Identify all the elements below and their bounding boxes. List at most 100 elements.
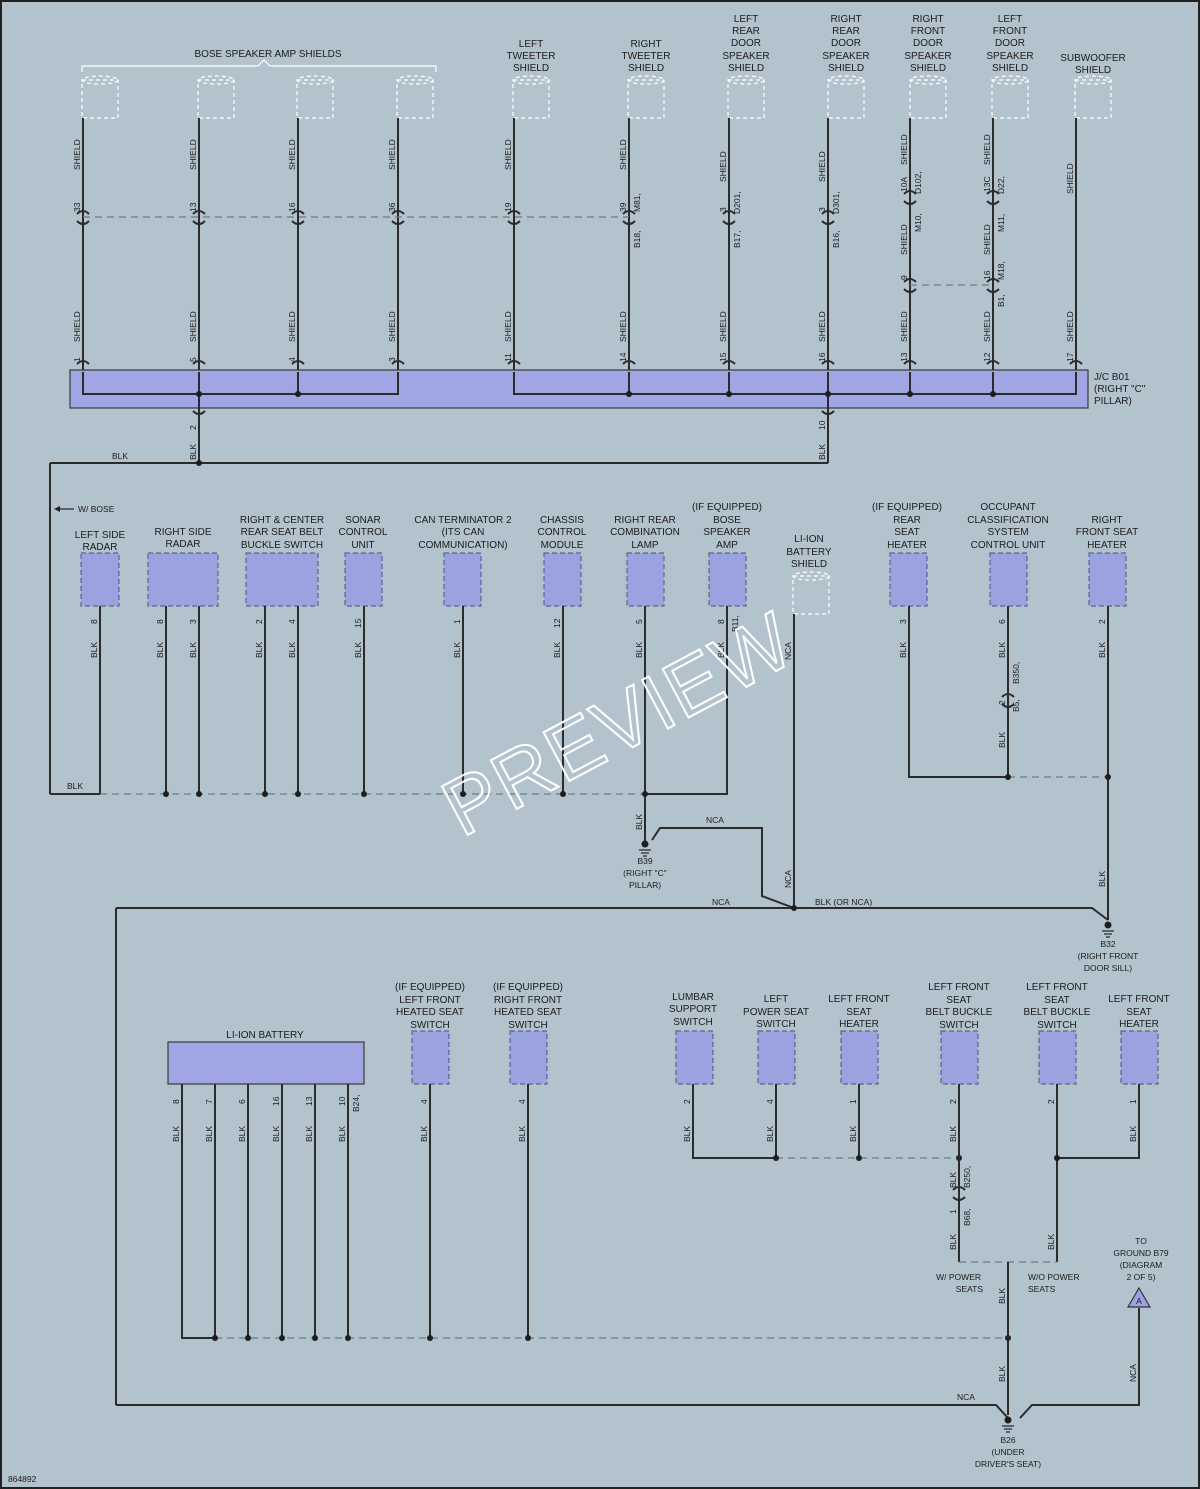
- wire-label-shield: SHIELD: [618, 311, 628, 342]
- wire-label-nca: NCA: [957, 1392, 975, 1402]
- lf-heater-a-label-3: HEATER: [839, 1019, 879, 1030]
- wire-label-nca: NCA: [712, 897, 730, 907]
- ground-a-label: A: [1136, 1296, 1142, 1306]
- lf-heater-a-label-2: SEAT: [846, 1007, 871, 1018]
- right-front-door-label-5: SHIELD: [910, 63, 946, 74]
- liion-shield-label-3: SHIELD: [791, 559, 827, 570]
- shield-cylinder-icon: [512, 75, 550, 119]
- lpower-label-1: LEFT: [764, 994, 788, 1005]
- lf-heater-a-box: [840, 1030, 879, 1085]
- wire-label-shield: SHIELD: [287, 311, 297, 342]
- lf-heated-switch-label-3: HEATED SEAT: [396, 1007, 464, 1018]
- shield-cylinder-icon: [1074, 75, 1112, 119]
- pin-label: 4: [419, 1099, 429, 1104]
- left-side-radar-label-1: LEFT SIDE: [75, 530, 126, 541]
- liion-battery-label: LI-ION BATTERY: [226, 1030, 304, 1041]
- wire-label-blk-or-nca: BLK (OR NCA): [815, 897, 872, 907]
- pin-label: 7: [204, 1099, 214, 1104]
- wire-label-shield: SHIELD: [503, 139, 513, 170]
- wire-label-shield: SHIELD: [503, 311, 513, 342]
- right-tweeter-label-1: RIGHT: [630, 39, 661, 50]
- rf-heater-label-2: FRONT SEAT: [1076, 527, 1138, 538]
- lf-heater-b-label-3: HEATER: [1119, 1019, 1159, 1030]
- wire-label-blk: BLK: [337, 1126, 347, 1142]
- pin-label: 16: [817, 352, 827, 362]
- wire-label-blk: BLK: [997, 1366, 1007, 1382]
- wire-label-blk: BLK: [353, 642, 363, 658]
- lpower-label-3: SWITCH: [756, 1019, 795, 1030]
- left-rear-door-label-2: REAR: [732, 26, 760, 37]
- wire-label-blk: BLK: [287, 642, 297, 658]
- left-rear-door-label-5: SHIELD: [728, 63, 764, 74]
- combo-label-1: RIGHT REAR: [614, 515, 676, 526]
- lf-buckle-b-box: [1038, 1030, 1077, 1085]
- right-front-door-label-3: DOOR: [913, 38, 943, 49]
- combination-lamp-box: [626, 552, 665, 607]
- combo-label-3: LAMP: [631, 540, 659, 551]
- middle-wires: [50, 606, 1111, 1405]
- b26-label-1: B26: [1000, 1435, 1015, 1445]
- rear-heater-label-1: (IF EQUIPPED): [872, 502, 942, 513]
- right-tweeter-label-2: TWEETER: [622, 51, 671, 62]
- bose-amp-label-4: AMP: [716, 540, 738, 551]
- ground-b32-icon: [1102, 921, 1114, 938]
- shield-cylinder-icon: [727, 75, 765, 119]
- pin-label: D102,: [913, 171, 923, 194]
- jc-label-2: (RIGHT "C": [1094, 384, 1146, 395]
- pin-label: 4: [765, 1099, 775, 1104]
- lf-heater-a-label-1: LEFT FRONT: [828, 994, 889, 1005]
- sonar-label-2: CONTROL: [339, 527, 388, 538]
- w-power-label-1: W/ POWER: [936, 1272, 981, 1282]
- can-terminator-box: [443, 552, 482, 607]
- wire-label-blk: BLK: [89, 642, 99, 658]
- can-label-3: COMMUNICATION): [418, 540, 507, 551]
- middle-labels: LEFT SIDE RADAR RIGHT SIDE RADAR RIGHT &…: [75, 502, 1138, 570]
- right-front-door-label-1: RIGHT: [912, 14, 943, 25]
- lf-heater-b-label-2: SEAT: [1126, 1007, 1151, 1018]
- right-rear-door-label-2: REAR: [832, 26, 860, 37]
- left-side-radar-box: [80, 552, 120, 607]
- rf-heater-label-3: HEATER: [1087, 540, 1127, 551]
- left-tweeter-label-2: TWEETER: [507, 51, 556, 62]
- lf-heated-switch-label-1: (IF EQUIPPED): [395, 982, 465, 993]
- bose-shields-brace: [81, 59, 437, 72]
- bottom-wire-labels: 8 7 6 16 13 10 B24, 4 4 2 4 1 2 B250, 1 …: [171, 1095, 1138, 1403]
- lumbar-label-2: SUPPORT: [669, 1004, 717, 1015]
- pin-label: 3: [718, 207, 728, 212]
- pin-label: 2: [1097, 619, 1107, 624]
- wire-label-nca: NCA: [783, 870, 793, 888]
- wire-label-blk: BLK: [634, 814, 644, 830]
- left-rear-door-label-4: SPEAKER: [722, 51, 769, 62]
- lf-buckle-a-label-4: SWITCH: [939, 1020, 978, 1031]
- left-side-radar-label-2: RADAR: [82, 542, 117, 553]
- buckle-label-2: REAR SEAT BELT: [241, 527, 324, 538]
- lumbar-label-1: LUMBAR: [672, 992, 714, 1003]
- wire-label-shield: SHIELD: [899, 311, 909, 342]
- bottom-wires: [116, 1084, 1140, 1419]
- wire-label-shield: SHIELD: [1065, 311, 1075, 342]
- pin-label: B24,: [351, 1095, 361, 1113]
- pin-label: 13: [899, 352, 909, 362]
- wire-label-blk: BLK: [948, 1234, 958, 1250]
- pin-label: 10: [817, 420, 827, 430]
- pin-label: 1: [948, 1209, 958, 1214]
- pin-label: D301,: [831, 191, 841, 214]
- wire-label-shield: SHIELD: [899, 134, 909, 165]
- shield-cylinder-icon: [792, 571, 830, 615]
- pin-label: 2: [188, 425, 198, 430]
- pin-label: M81,: [632, 193, 642, 212]
- wire-label-blk: BLK: [552, 642, 562, 658]
- b32-label-1: B32: [1100, 939, 1115, 949]
- top-wire-labels: SHIELD SHIELD SHIELD SHIELD SHIELD SHIEL…: [72, 134, 1075, 362]
- wire-label-blk: BLK: [1046, 1234, 1056, 1250]
- wire-label-blk: BLK: [1097, 642, 1107, 658]
- wire-label-blk: BLK: [997, 732, 1007, 748]
- to-ground-label-3: (DIAGRAM: [1120, 1260, 1163, 1270]
- right-front-door-label-4: SPEAKER: [904, 51, 951, 62]
- left-rear-door-label-3: DOOR: [731, 38, 761, 49]
- pin-label: 1: [72, 357, 82, 362]
- pin-label: 14: [618, 352, 628, 362]
- lpower-label-2: POWER SEAT: [743, 1007, 809, 1018]
- middle-components: [80, 552, 1127, 615]
